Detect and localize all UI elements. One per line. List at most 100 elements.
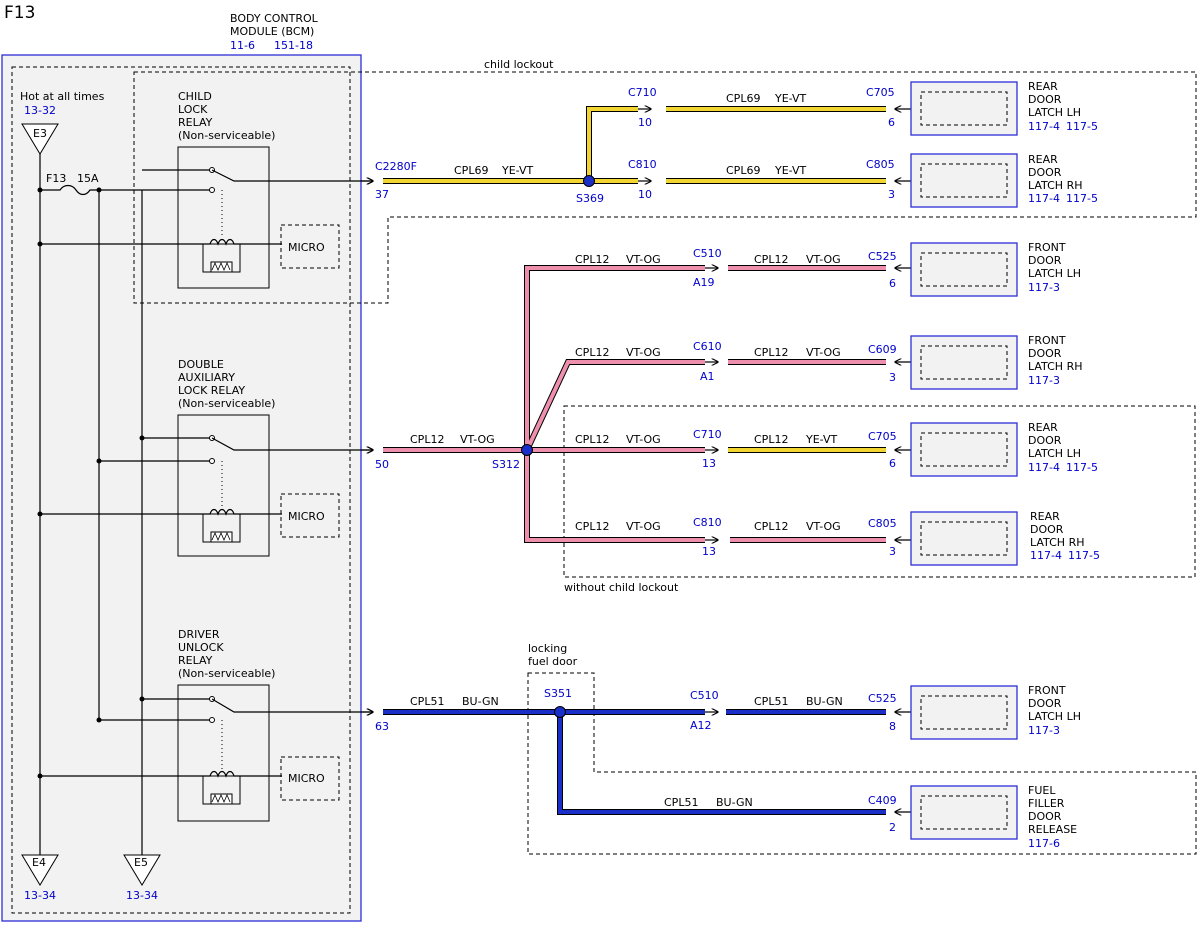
c525-blue-color: BU-GN — [806, 695, 843, 708]
rear-lh-1-name-2: DOOR — [1028, 93, 1062, 106]
resistor-icon — [210, 261, 233, 273]
without-child-lockout-region — [563, 405, 1196, 578]
rear-door-latch-lh-component[interactable] — [895, 422, 1018, 477]
junction-dot — [37, 187, 43, 193]
rear-rh-2-ref-1: 117-4 — [1030, 549, 1062, 562]
fuel-filler-door-release-component[interactable] — [895, 785, 1018, 840]
rear-door-latch-lh-component[interactable] — [895, 81, 1018, 136]
c525-blue-conn: C525 — [868, 692, 897, 705]
splice-s312-label: S312 — [492, 458, 520, 471]
c610-pin: A1 — [700, 370, 715, 383]
c805-mid-circuit: CPL12 — [754, 520, 788, 533]
c710-mid-pin: 13 — [702, 457, 716, 470]
yellow-mid-color: YE-VT — [774, 164, 807, 177]
relay-switch-arm — [211, 169, 373, 181]
rear-rh-2-name-1: REAR — [1030, 510, 1060, 523]
front-rh-name-2: DOOR — [1028, 347, 1062, 360]
fuel-name-1: FUEL — [1028, 784, 1056, 797]
c810-top-pin: 10 — [638, 188, 652, 201]
pink-circuit[interactable] — [383, 265, 886, 543]
splice-s369 — [583, 175, 595, 187]
rear-door-latch-rh-component[interactable] — [895, 153, 1018, 208]
bcm-title-line2: MODULE (BCM) — [230, 25, 314, 38]
pink-bcm-pin: 50 — [375, 458, 389, 471]
yellow-bcm-circuit: CPL69 — [454, 164, 488, 177]
child-lock-relay[interactable] — [177, 146, 270, 289]
c525-circuit: CPL12 — [754, 253, 788, 266]
c810-mid-circuit: CPL12 — [575, 520, 609, 533]
driver-unlock-relay[interactable] — [177, 684, 270, 822]
c805-mid-conn: C805 — [868, 517, 897, 530]
page-id: F13 — [4, 3, 35, 23]
child-relay-label-2: LOCK — [178, 103, 208, 116]
yellow-bcm-color: YE-VT — [501, 164, 534, 177]
c805-top-pin: 3 — [888, 188, 895, 201]
micro-box-driver — [280, 756, 340, 801]
bcm-inner-boundary — [11, 66, 351, 914]
yellow-mid-circuit: CPL69 — [726, 164, 760, 177]
c510-pin: A19 — [693, 276, 715, 289]
locking-fuel-door-label-1: locking — [528, 642, 567, 655]
c610-circuit: CPL12 — [575, 346, 609, 359]
bcm-ref-1: 11-6 — [230, 39, 255, 52]
front-lh-1-name-2: DOOR — [1028, 254, 1062, 267]
c409-pin: 2 — [889, 821, 896, 834]
c810-mid-pin: 13 — [702, 545, 716, 558]
rear-rh-1-ref-1: 117-4 — [1028, 192, 1060, 205]
e5-ref: 13-34 — [126, 889, 158, 902]
c510-color: VT-OG — [626, 253, 661, 266]
e4-node-label: E4 — [32, 856, 46, 869]
blue-circuit[interactable] — [383, 709, 886, 815]
yellow-bcm-pin: 37 — [375, 188, 389, 201]
child-relay-label-3: RELAY — [178, 116, 213, 129]
e3-node-label: E3 — [33, 127, 47, 140]
c609-conn: C609 — [868, 343, 897, 356]
double-relay-label-1: DOUBLE — [178, 358, 224, 371]
rear-rh-2-name-3: LATCH RH — [1030, 536, 1085, 549]
bcm-title-line1: BODY CONTROL — [230, 12, 319, 25]
front-door-latch-lh-component[interactable] — [895, 242, 1018, 297]
fuel-name-3: DOOR — [1028, 810, 1062, 823]
double-relay-label-4: (Non-serviceable) — [178, 397, 275, 410]
bcm-module[interactable] — [1, 54, 362, 922]
front-rh-name-1: FRONT — [1028, 334, 1066, 347]
e4-ref: 13-34 — [24, 889, 56, 902]
front-lh-2-name-2: DOOR — [1028, 697, 1062, 710]
front-lh-1-name-3: LATCH LH — [1028, 267, 1081, 280]
e5-node-label: E5 — [134, 856, 148, 869]
rear-lh-1-name-1: REAR — [1028, 80, 1058, 93]
rear-lh-2-name-1: REAR — [1028, 421, 1058, 434]
yellow-bcm-connector: C2280F — [375, 160, 417, 173]
rear-lh-2-ref-1: 117-4 — [1028, 461, 1060, 474]
c805-top-conn: C805 — [866, 158, 895, 171]
locking-fuel-door-region — [527, 672, 1197, 855]
c705-top-pin: 6 — [888, 116, 895, 129]
c710-top-pin: 10 — [638, 116, 652, 129]
c705-mid-conn: C705 — [868, 430, 897, 443]
micro-label: MICRO — [288, 772, 325, 785]
front-door-latch-lh-component[interactable] — [895, 685, 1018, 740]
c810-top-conn: C810 — [628, 158, 657, 171]
c510-circuit: CPL12 — [575, 253, 609, 266]
fuel-circuit: CPL51 — [664, 796, 698, 809]
c710-mid-circuit: CPL12 — [575, 433, 609, 446]
front-door-latch-rh-component[interactable] — [895, 335, 1018, 390]
rear-rh-1-name-3: LATCH RH — [1028, 179, 1083, 192]
fuse-id: F13 — [46, 172, 66, 185]
fuel-name-2: FILLER — [1028, 797, 1065, 810]
c525-pin: 6 — [889, 277, 896, 290]
double-aux-lock-relay[interactable] — [177, 414, 270, 557]
driver-relay-label-3: RELAY — [178, 654, 213, 667]
yellow-circuit[interactable] — [383, 106, 886, 184]
rear-lh-1-ref-1: 117-4 — [1028, 120, 1060, 133]
rear-rh-2-name-2: DOOR — [1030, 523, 1064, 536]
e5-node-icon — [123, 854, 161, 886]
c525-color: VT-OG — [806, 253, 841, 266]
c609-circuit: CPL12 — [754, 346, 788, 359]
rear-door-latch-rh-component[interactable] — [895, 511, 1018, 566]
c810-mid-conn: C810 — [693, 516, 722, 529]
driver-relay-label-1: DRIVER — [178, 628, 220, 641]
front-rh-name-3: LATCH RH — [1028, 360, 1083, 373]
c510-conn: C510 — [693, 247, 722, 260]
